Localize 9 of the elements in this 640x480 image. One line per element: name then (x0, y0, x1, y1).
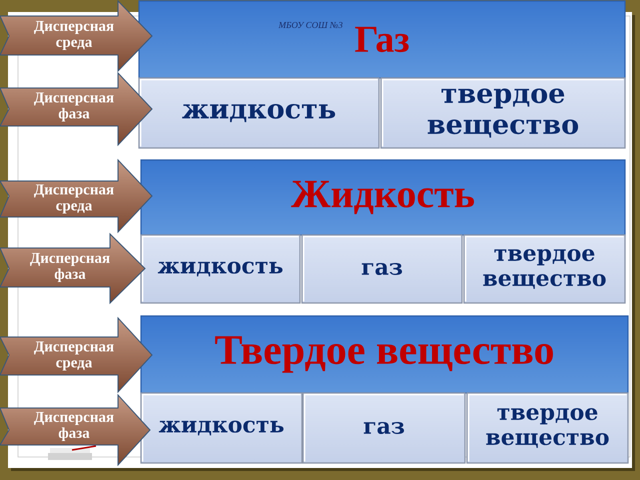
cell: твердое вещество (463, 234, 626, 304)
cell: твердое вещество (466, 392, 629, 464)
cell: газ (302, 392, 466, 464)
cell: жидкость (140, 234, 301, 304)
note-text: МБОУ СОШ №3 (278, 22, 342, 28)
cell: твердое вещество (380, 77, 626, 149)
cell: газ (301, 234, 463, 304)
cell: жидкость (138, 77, 380, 149)
cell: жидкость (140, 392, 303, 464)
